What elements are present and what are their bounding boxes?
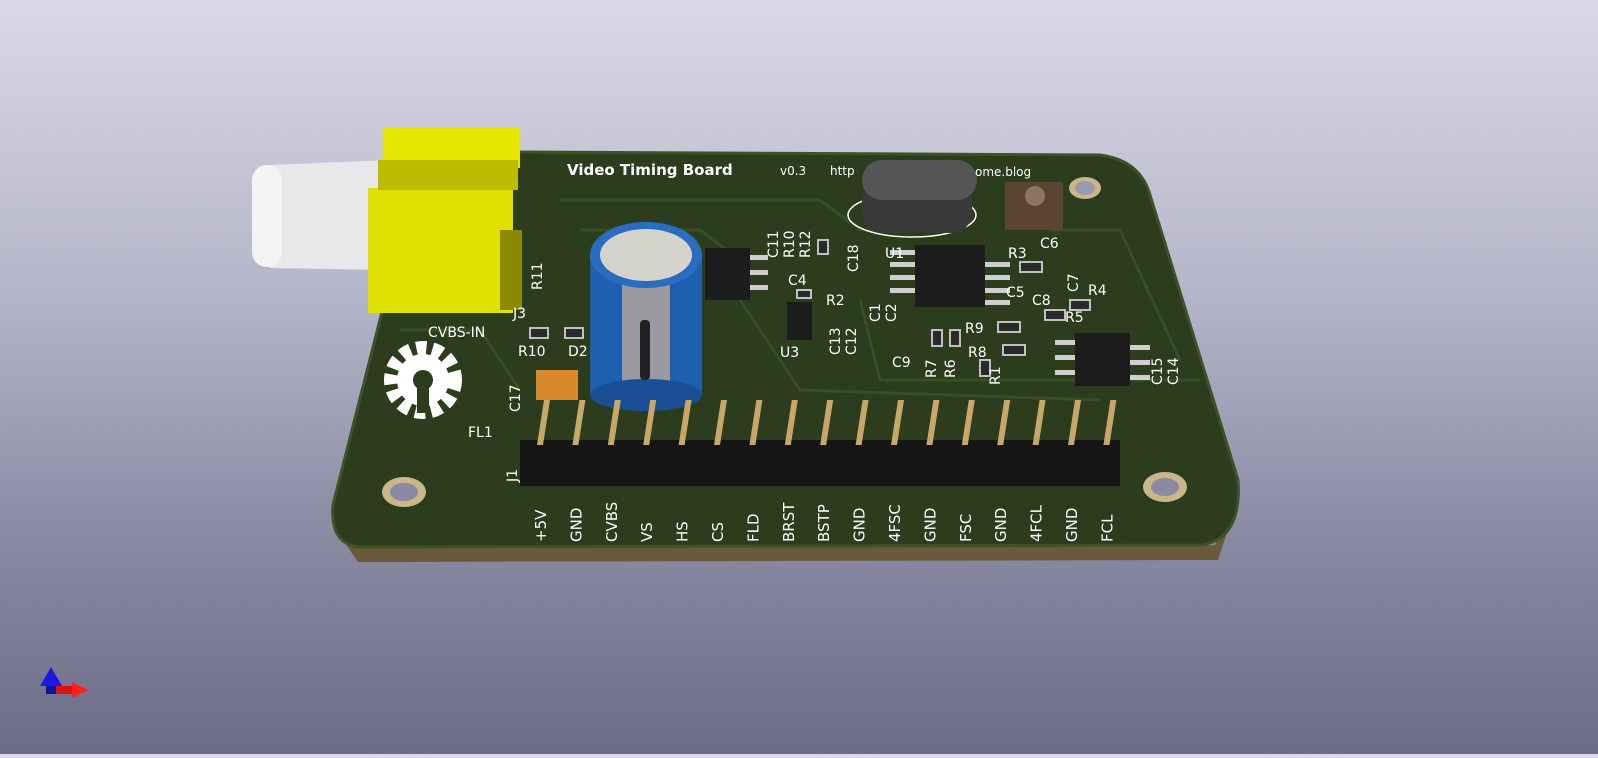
pin-label: CS xyxy=(709,522,727,542)
axis-x-arrow-head xyxy=(72,682,89,698)
pin-header-j1 xyxy=(520,400,1120,486)
ref-r2: R2 xyxy=(826,293,845,309)
ref-r10: R10 xyxy=(518,344,546,360)
pin-label: GND xyxy=(921,508,939,542)
board-title: Video Timing Board xyxy=(567,161,733,179)
ref-u3: U3 xyxy=(780,345,799,361)
axis-indicator xyxy=(40,667,89,698)
pin-labels: +5V GND CVBS VS HS CS FLD BRST BSTP GND 4FSC GND FSC… xyxy=(532,502,1116,542)
ref-r1: R1 xyxy=(988,366,1004,385)
ref-c11: C11 xyxy=(766,230,782,258)
pin-label: BRST xyxy=(780,502,798,542)
pin-label: VS xyxy=(638,522,656,542)
rca-connector-j3 xyxy=(252,128,522,313)
ics xyxy=(536,245,1130,400)
ref-r7: R7 xyxy=(924,359,940,378)
ref-r6: R6 xyxy=(943,359,959,378)
ref-c13: C13 xyxy=(828,327,844,355)
open-hardware-gear-logo xyxy=(384,341,462,419)
ref-c18: C18 xyxy=(846,244,862,272)
pin-label: GND xyxy=(1063,508,1081,542)
ref-c2: C2 xyxy=(884,303,900,322)
electrolytic-capacitor xyxy=(590,222,702,411)
ref-c12: C12 xyxy=(844,327,860,355)
header-pin xyxy=(537,400,550,445)
header-pin xyxy=(749,400,763,445)
trimmer-potentiometer xyxy=(1005,182,1063,230)
passives xyxy=(529,239,1091,377)
pin-label: CVBS xyxy=(603,502,621,542)
header-pin xyxy=(784,400,798,445)
axis-z-arrow-head xyxy=(40,667,62,686)
ref-r8: R8 xyxy=(968,345,987,361)
header-pin xyxy=(855,400,869,445)
ref-r3: R3 xyxy=(1008,246,1027,262)
header-pin xyxy=(572,400,586,445)
header-pin xyxy=(1032,400,1046,445)
ref-j3: J3 xyxy=(512,306,526,322)
header-pin xyxy=(714,400,727,445)
pin-label: +5V xyxy=(532,509,550,542)
ref-r10-small: R10 xyxy=(782,230,798,258)
ref-c5: C5 xyxy=(1006,285,1025,301)
crystal-oscillator xyxy=(847,160,977,238)
ref-j1: J1 xyxy=(505,469,521,483)
ref-cvbs-in: CVBS-IN xyxy=(428,325,485,341)
header-pin xyxy=(678,400,692,445)
pin-label: FCL xyxy=(1098,514,1116,542)
pin-label: BSTP xyxy=(815,504,833,542)
ref-c1: C1 xyxy=(868,303,884,322)
ic-pins xyxy=(750,250,1150,380)
ref-c7: C7 xyxy=(1066,273,1082,292)
ref-c14: C14 xyxy=(1166,357,1182,385)
ref-c6: C6 xyxy=(1040,236,1059,252)
pin-label: FSC xyxy=(957,514,975,542)
pin-label: FLD xyxy=(744,513,762,542)
ref-r11: R11 xyxy=(530,262,546,290)
ref-r5: R5 xyxy=(1065,310,1084,326)
ref-c8: C8 xyxy=(1032,293,1051,309)
board-url: http xyxy=(830,164,855,178)
pin-label: 4FCL xyxy=(1028,504,1046,542)
pin-label: GND xyxy=(567,508,585,542)
header-pin xyxy=(820,400,834,445)
ref-c17: C17 xyxy=(508,384,524,412)
ref-u1: U1 xyxy=(885,246,904,262)
axis-x-arrow-icon xyxy=(55,686,73,694)
ref-r12: R12 xyxy=(798,230,814,258)
ref-fl1: FL1 xyxy=(468,425,493,441)
header-pin xyxy=(1068,400,1081,445)
ref-d2: D2 xyxy=(568,344,588,360)
pin-label: GND xyxy=(851,508,869,542)
header-pin xyxy=(1103,400,1117,445)
header-pin xyxy=(891,400,904,445)
board-url-tail: ome.blog xyxy=(975,165,1031,179)
pin-label: 4FSC xyxy=(886,504,904,542)
ref-r9: R9 xyxy=(965,321,984,337)
pin-label: GND xyxy=(992,508,1010,542)
board-edge xyxy=(336,490,1238,562)
header-pin xyxy=(643,400,657,445)
header-pin xyxy=(997,400,1011,445)
header-pin xyxy=(961,400,975,445)
mounting-holes xyxy=(382,177,1187,507)
pin-label: HS xyxy=(674,521,692,542)
ref-c4: C4 xyxy=(788,273,807,289)
ref-c9: C9 xyxy=(892,355,911,371)
header-pin xyxy=(607,400,621,445)
ref-r4: R4 xyxy=(1088,283,1107,299)
axis-z-arrow-icon xyxy=(46,680,56,694)
ref-c15: C15 xyxy=(1150,357,1166,385)
board-version: v0.3 xyxy=(780,164,806,178)
header-pin xyxy=(926,400,940,445)
